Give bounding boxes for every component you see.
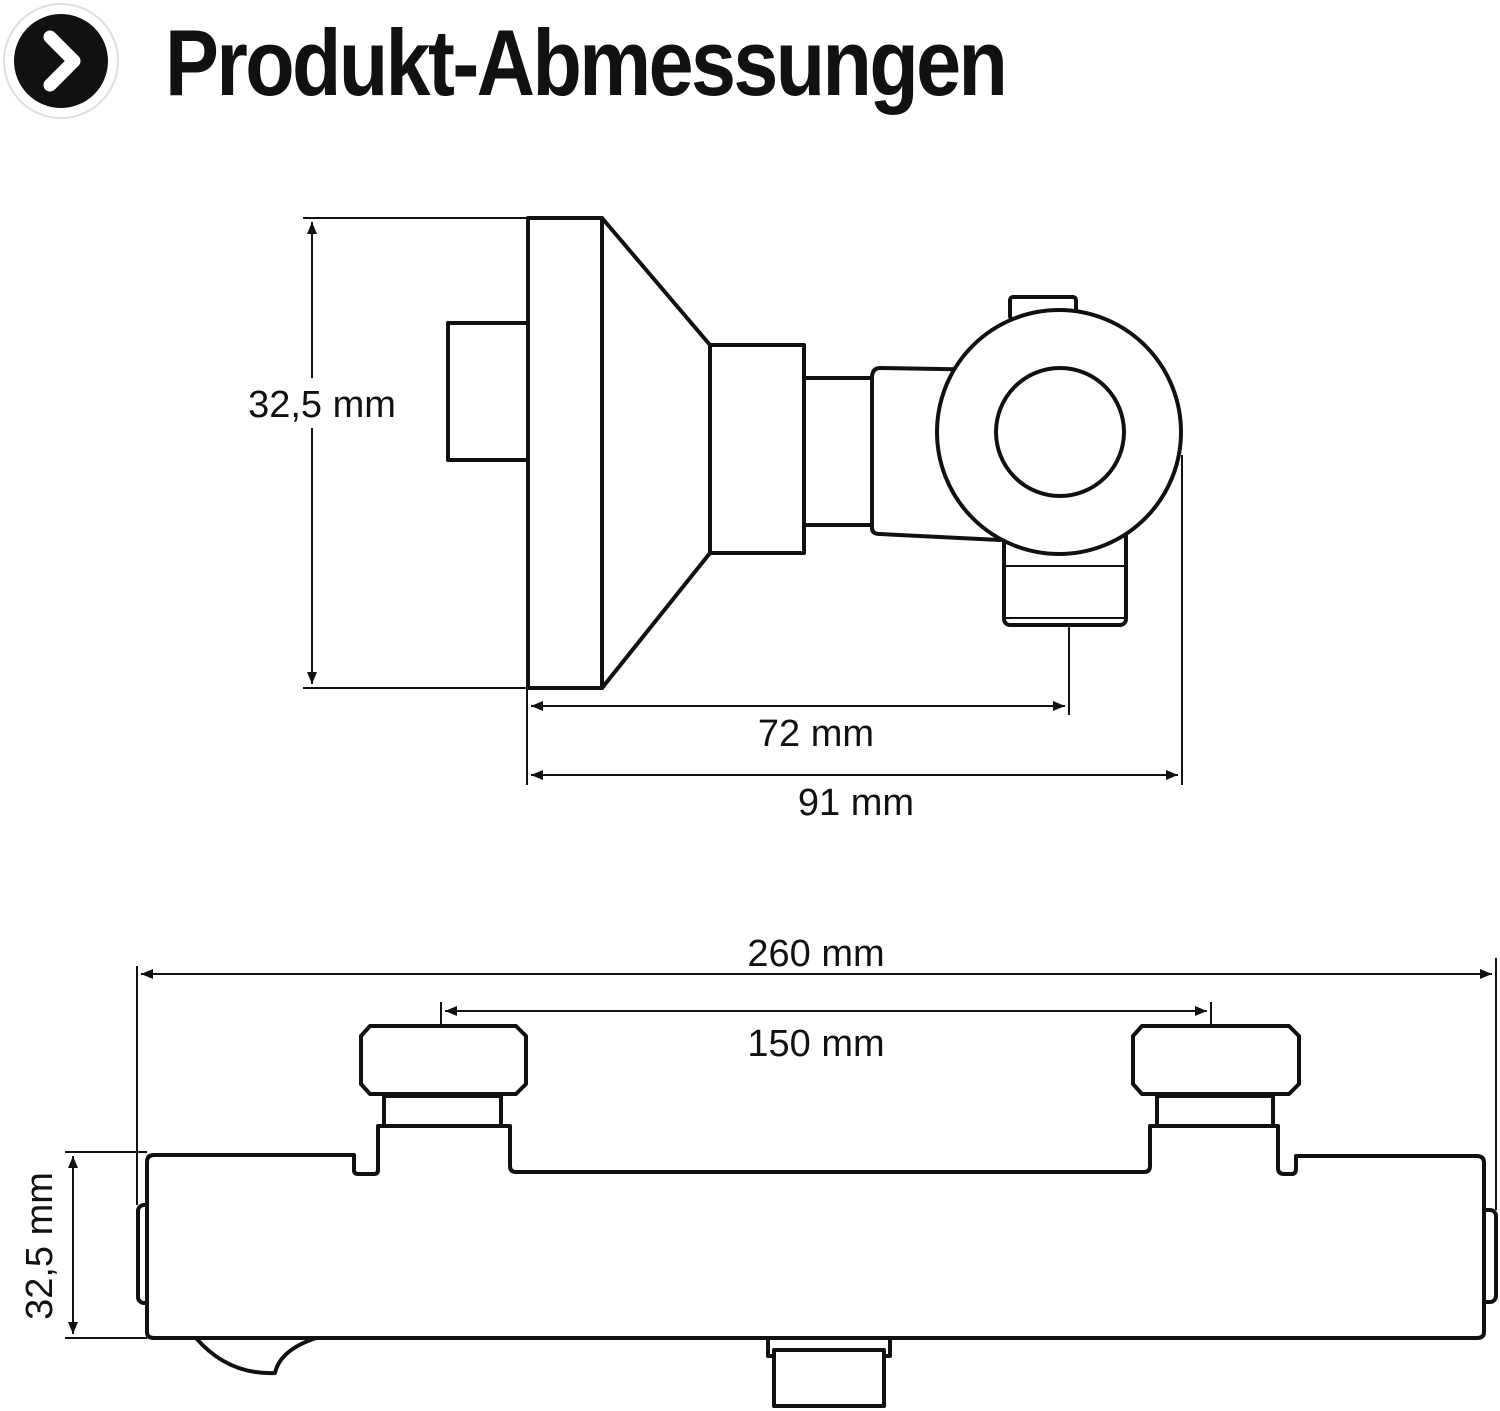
depth-inner-label: 72 mm (758, 713, 874, 755)
connection-nut (708, 343, 806, 555)
connection-distance-label: 150 mm (747, 1023, 884, 1065)
header: Produkt-Abmessungen (0, 0, 1500, 130)
depth-total-label: 91 mm (798, 782, 914, 824)
inner-ring (994, 366, 1126, 498)
side-height-label: 32,5 mm (248, 384, 396, 426)
neck (802, 376, 874, 527)
left-connector-nut (359, 1024, 528, 1096)
right-connector-nut (1131, 1024, 1301, 1096)
page-title: Produkt-Abmessungen (165, 10, 1008, 115)
cone (600, 216, 712, 690)
rosette-plate (526, 216, 604, 690)
wall-mount-block (446, 321, 530, 462)
front-view: 260 mm 150 mm 32,5 mm (19, 933, 1498, 1408)
side-view: 32,5 mm 72 mm 91 mm (230, 216, 1183, 824)
handle-bottom-left (194, 1336, 318, 1376)
chevron-right-circle-icon (3, 3, 119, 119)
left-connector-neck (382, 1094, 503, 1128)
front-height-label: 32,5 mm (19, 1172, 61, 1320)
width-total-label: 260 mm (747, 933, 884, 975)
bottom-outlet (772, 1348, 886, 1408)
right-connector-neck (1155, 1094, 1275, 1128)
thermostat-bar (145, 1124, 1486, 1340)
